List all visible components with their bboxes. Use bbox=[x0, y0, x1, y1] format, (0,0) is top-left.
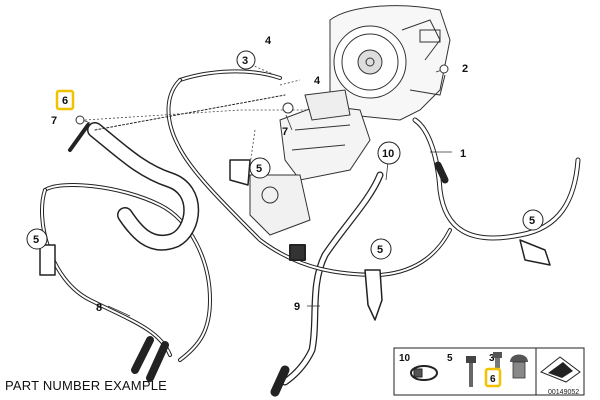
callout-5d: 5 bbox=[529, 215, 535, 227]
power-steering-pump-drawing bbox=[249, 5, 451, 236]
banjo-bolt-icon bbox=[510, 354, 528, 379]
callout-8: 8 bbox=[96, 302, 102, 314]
callout-10: 10 bbox=[382, 148, 394, 160]
legend-5: 5 bbox=[447, 353, 453, 364]
callout-5a: 5 bbox=[256, 163, 262, 175]
callout-3-circle bbox=[236, 50, 256, 70]
callout-2: 2 bbox=[462, 63, 468, 75]
legend-6-highlight bbox=[484, 367, 502, 388]
hose-lines bbox=[39, 69, 581, 397]
parts-legend: 10 5 3 6 00149052 bbox=[393, 347, 585, 396]
legend-3: 3 bbox=[489, 353, 495, 364]
callout-9: 9 bbox=[294, 301, 300, 313]
callouts: 1 2 3 4 4 5 5 5 5 6 7 7 8 9 10 bbox=[26, 35, 544, 314]
callout-4b: 4 bbox=[314, 75, 321, 87]
bolt-icon bbox=[466, 356, 476, 387]
callout-7b: 7 bbox=[282, 126, 288, 138]
callout-6: 6 bbox=[62, 95, 68, 107]
callout-1: 1 bbox=[460, 148, 466, 160]
legend-10: 10 bbox=[399, 353, 411, 364]
gasket-shape-icon bbox=[540, 356, 581, 383]
callout-7a: 7 bbox=[51, 115, 57, 127]
hose-clamp-icon bbox=[410, 365, 438, 381]
callout-3: 3 bbox=[242, 55, 248, 67]
callout-5c: 5 bbox=[377, 244, 383, 256]
legend-6: 6 bbox=[490, 374, 496, 385]
caption: PART NUMBER EXAMPLE bbox=[5, 378, 168, 393]
doc-number: 00149052 bbox=[548, 389, 579, 396]
callout-5b: 5 bbox=[33, 234, 39, 246]
callout-4a: 4 bbox=[265, 35, 272, 47]
screw-icon bbox=[493, 352, 502, 368]
callout-6-highlight bbox=[55, 89, 75, 111]
